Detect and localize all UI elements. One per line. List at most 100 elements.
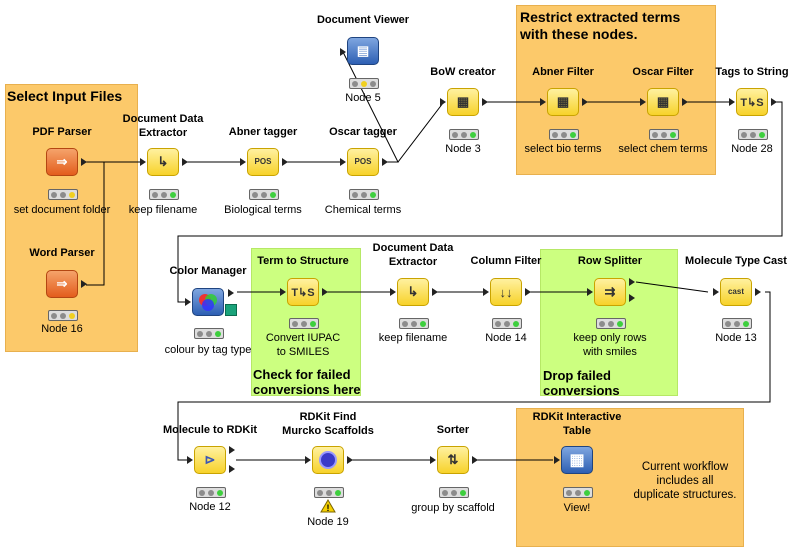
filter-icon: ▦ (647, 88, 679, 116)
status-lights (48, 310, 78, 321)
color-circles-icon (192, 288, 224, 316)
annotation-current-workflow-text: Current workflow includes all duplicate … (633, 461, 737, 501)
document-view-icon: ▤ (347, 37, 379, 65)
input-port[interactable] (140, 158, 146, 166)
status-lights (314, 487, 344, 498)
node-label[interactable]: colour by tag type (164, 344, 252, 356)
node-label[interactable]: Node 16 (41, 323, 83, 335)
output-port[interactable] (322, 288, 328, 296)
output-port[interactable] (755, 288, 761, 296)
node-title: Column Filter (470, 255, 542, 267)
input-port[interactable] (187, 456, 193, 464)
node-label[interactable]: Node 13 (715, 332, 757, 344)
input-port[interactable] (305, 456, 311, 464)
output-port[interactable] (228, 289, 234, 297)
node-title: RDKit Interactive Table (532, 411, 622, 437)
input-port[interactable] (340, 48, 346, 56)
wire-oscar-to-viewer (342, 51, 399, 163)
status-lights (196, 487, 226, 498)
annotation-select-input: Select Input Files (5, 84, 138, 352)
input-port[interactable] (713, 288, 719, 296)
output-port[interactable] (81, 158, 87, 166)
node-label[interactable]: group by scaffold (411, 502, 495, 514)
status-lights (596, 318, 626, 329)
node-label[interactable]: Node 14 (485, 332, 527, 344)
table-grid-icon: ▦ (561, 446, 593, 474)
output-port-bottom[interactable] (229, 465, 235, 473)
node-label[interactable]: Biological terms (224, 204, 302, 216)
output-port[interactable] (472, 456, 478, 464)
status-lights (492, 318, 522, 329)
node-label[interactable]: Node 3 (445, 143, 481, 155)
node-label[interactable]: Node 5 (345, 92, 381, 104)
node-label[interactable]: set document folder (13, 204, 111, 216)
node-title: PDF Parser (32, 126, 92, 138)
node-label[interactable]: Node 28 (731, 143, 773, 155)
input-port[interactable] (430, 456, 436, 464)
node-title: Term to Structure (257, 255, 349, 267)
output-port-top[interactable] (229, 446, 235, 454)
input-port[interactable] (340, 158, 346, 166)
status-lights (649, 129, 679, 140)
output-port[interactable] (482, 98, 488, 106)
input-port[interactable] (587, 288, 593, 296)
annotation-restrict-text: Restrict extracted terms with these node… (520, 9, 681, 42)
output-port[interactable] (182, 158, 188, 166)
status-lights (349, 189, 379, 200)
node-title: Sorter (436, 424, 470, 436)
input-port[interactable] (240, 158, 246, 166)
node-title: Row Splitter (577, 255, 643, 267)
type-cast-icon: cast (720, 278, 752, 306)
document-extract-icon: ↳ (397, 278, 429, 306)
model-output-port[interactable] (225, 304, 237, 316)
status-lights (439, 487, 469, 498)
output-port[interactable] (382, 158, 388, 166)
output-port[interactable] (347, 456, 353, 464)
node-label[interactable]: keep filename (128, 204, 198, 216)
input-port[interactable] (540, 98, 546, 106)
output-port[interactable] (81, 280, 87, 288)
output-port[interactable] (525, 288, 531, 296)
input-port[interactable] (483, 288, 489, 296)
status-lights (549, 129, 579, 140)
input-port[interactable] (280, 288, 286, 296)
input-port[interactable] (729, 98, 735, 106)
node-label[interactable]: Convert IUPAC to SMILES (265, 332, 341, 358)
output-port[interactable] (682, 98, 688, 106)
input-port[interactable] (640, 98, 646, 106)
input-port[interactable] (440, 98, 446, 106)
node-label[interactable]: keep only rows with smiles (573, 332, 647, 358)
node-label[interactable]: Node 19 (307, 516, 349, 528)
output-port[interactable] (282, 158, 288, 166)
input-port[interactable] (390, 288, 396, 296)
output-port[interactable] (432, 288, 438, 296)
output-port-bottom[interactable] (629, 294, 635, 302)
scaffold-icon (312, 446, 344, 474)
tag-string-icon: T↳S (736, 88, 768, 116)
status-lights (149, 189, 179, 200)
node-label[interactable]: Node 12 (189, 501, 231, 513)
node-title: Document Data Extractor (122, 113, 204, 139)
input-port[interactable] (185, 298, 191, 306)
output-port-top[interactable] (629, 278, 635, 286)
node-label[interactable]: keep filename (378, 332, 448, 344)
input-port[interactable] (554, 456, 560, 464)
wire-word-to-extractor (86, 161, 143, 286)
sort-icon: ⇅ (437, 446, 469, 474)
node-title: RDKit Find Murcko Scaffolds (282, 411, 374, 437)
annotation-select-input-text: Select Input Files (7, 88, 123, 104)
output-port[interactable] (771, 98, 777, 106)
node-label[interactable]: View! (563, 502, 591, 514)
status-lights (249, 189, 279, 200)
node-title: Oscar Filter (632, 66, 694, 78)
node-label[interactable]: select chem terms (618, 143, 708, 155)
tag-string-icon: T↳S (287, 278, 319, 306)
node-label[interactable]: Chemical terms (324, 204, 402, 216)
node-title: Color Manager (169, 265, 247, 277)
status-lights (399, 318, 429, 329)
node-label[interactable]: select bio terms (524, 143, 602, 155)
output-port[interactable] (582, 98, 588, 106)
document-extract-icon: ↳ (147, 148, 179, 176)
warning-icon[interactable]: ! (320, 499, 336, 513)
pos-tag-icon: POS (347, 148, 379, 176)
